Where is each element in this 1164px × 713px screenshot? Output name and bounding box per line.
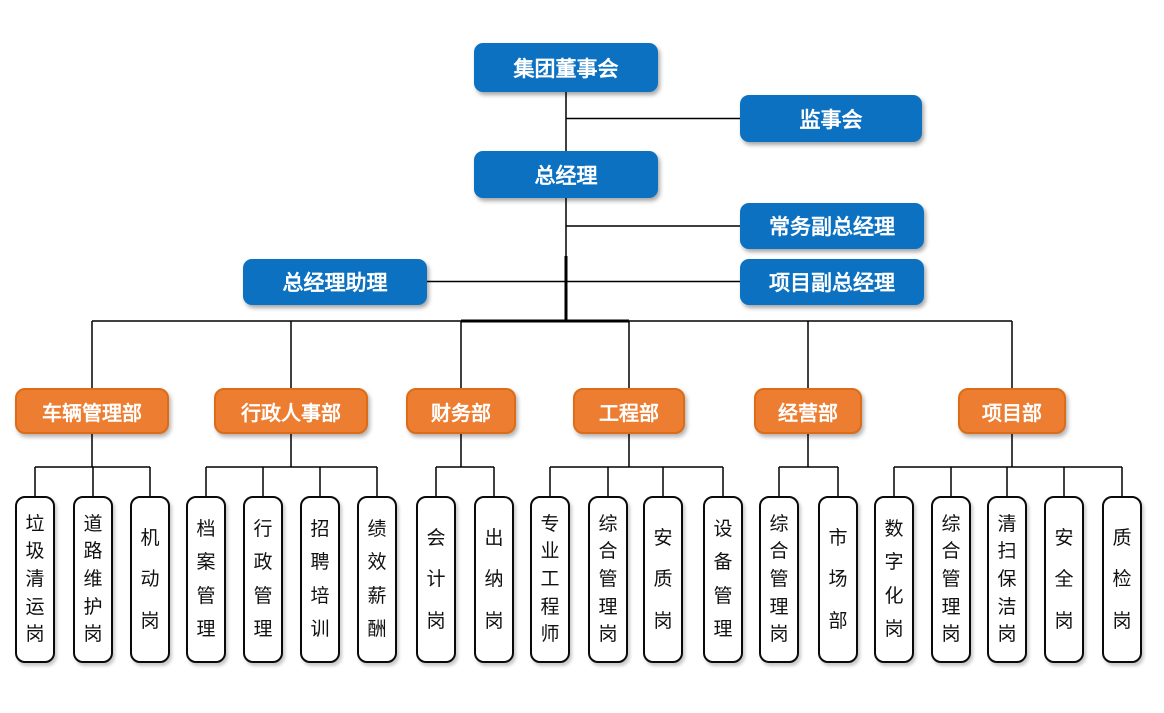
- position-digitalization: 数字化岗: [874, 496, 914, 663]
- position-sweeping-cleaning: 清扫保洁岗: [987, 496, 1027, 663]
- position-general-management-eng: 综合管理岗: [588, 496, 628, 663]
- position-mobile: 机动岗: [130, 496, 170, 663]
- node-gm-assistant: 总经理助理: [243, 259, 427, 305]
- dept-admin-hr: 行政人事部: [214, 388, 368, 434]
- dept-vehicle-management: 车辆管理部: [15, 388, 169, 434]
- position-market: 市场部: [818, 496, 858, 663]
- dept-engineering: 工程部: [573, 388, 685, 434]
- position-equipment-management: 设备管理: [703, 496, 743, 663]
- node-general-manager: 总经理: [474, 151, 658, 198]
- position-recruiting-training: 招聘培训: [300, 496, 340, 663]
- position-accounting: 会计岗: [416, 496, 456, 663]
- position-garbage-removal: 垃圾清运岗: [15, 496, 55, 663]
- position-safety: 安全岗: [1044, 496, 1084, 663]
- position-quality-inspection: 质检岗: [1102, 496, 1142, 663]
- dept-finance: 财务部: [406, 388, 516, 434]
- node-board: 集团董事会: [474, 43, 658, 92]
- position-archives-management: 档案管理: [186, 496, 226, 663]
- node-project-deputy-gm: 项目副总经理: [740, 259, 924, 305]
- position-professional-engineer: 专业工程师: [530, 496, 570, 663]
- position-cashier: 出纳岗: [474, 496, 514, 663]
- node-executive-deputy-gm: 常务副总经理: [740, 203, 924, 249]
- position-general-management-proj: 综合管理岗: [931, 496, 971, 663]
- position-safety-quality: 安质岗: [643, 496, 683, 663]
- position-admin-management: 行政管理: [243, 496, 283, 663]
- node-supervisory-board: 监事会: [740, 95, 922, 142]
- dept-project: 项目部: [958, 388, 1066, 434]
- dept-operations: 经营部: [754, 388, 862, 434]
- position-performance-compensation: 绩效薪酬: [357, 496, 397, 663]
- position-road-maintenance: 道路维护岗: [73, 496, 113, 663]
- position-general-management-ops: 综合管理岗: [759, 496, 799, 663]
